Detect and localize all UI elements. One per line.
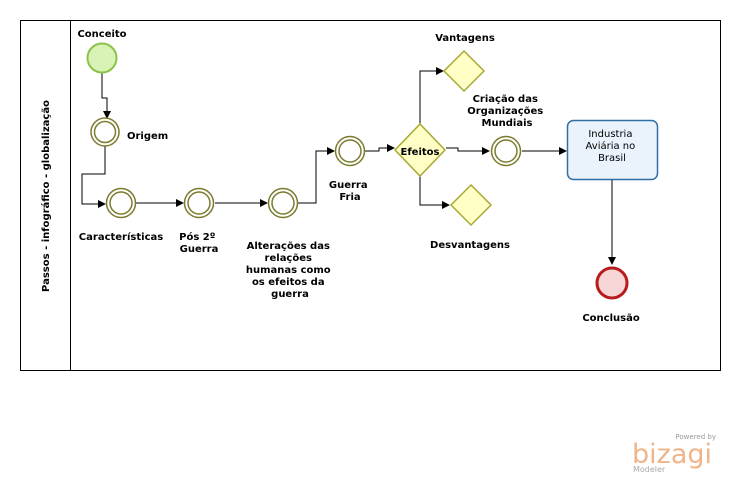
vantagens-label: Vantagens [435, 33, 495, 44]
intermediate-event-caracteristicas[interactable] [105, 187, 137, 219]
gateway-desvantagens[interactable] [449, 183, 493, 227]
start-event-label: Conceito [77, 29, 126, 40]
intermediate-event-origem[interactable] [90, 117, 120, 147]
flow-efeitos-desvantagens [419, 175, 450, 209]
end-event-label: Conclusão [582, 313, 640, 324]
guerra-fria-line: Fria [339, 192, 360, 203]
guerra-fria-line: Guerra [329, 180, 368, 191]
watermark-product: Modeler [633, 465, 666, 474]
sequence-flows [81, 67, 616, 265]
criacao-line: Criação das [473, 94, 538, 105]
intermediate-event-criacao[interactable] [490, 135, 522, 167]
criacao-label: Criação das Organizações Mundiais [467, 94, 546, 129]
origem-label: Origem [127, 131, 168, 142]
pos-guerra-line: Pós 2º [179, 231, 216, 243]
flow-guerrafria-efeitos [365, 144, 395, 152]
flow-efeitos-vantagens [419, 67, 444, 127]
watermark-brand: bizagi [632, 439, 712, 470]
task-label: Industria Aviária no Brasil [586, 129, 639, 164]
flow-origem-caracteristicas [81, 146, 106, 208]
alteracoes-line: guerra [271, 289, 309, 300]
criacao-line: Organizações [467, 106, 543, 117]
alteracoes-line: humanas como [246, 265, 331, 276]
pool: Passos - infográfico - globalização [20, 20, 721, 371]
end-event[interactable] [595, 266, 629, 300]
watermark-powered: Powered by [675, 433, 716, 441]
flow-conceito-origem [101, 72, 111, 119]
gateway-efeitos[interactable] [393, 122, 447, 178]
pos-guerra-line: Guerra [180, 244, 219, 255]
intermediate-event-alteracoes[interactable] [267, 187, 299, 219]
alteracoes-line: Alterações das [247, 241, 330, 252]
alteracoes-label: Alterações das relações humanas como os … [246, 241, 334, 300]
criacao-line: Mundiais [482, 118, 533, 129]
task-line: Aviária no [586, 140, 636, 152]
intermediate-event-pos-guerra[interactable] [183, 187, 215, 219]
intermediate-event-guerra-fria[interactable] [334, 135, 366, 167]
alteracoes-line: os efeitos da [252, 277, 325, 288]
task-line: Brasil [598, 153, 626, 164]
flow-alteracoes-guerrafria [298, 147, 335, 204]
desvantagens-label: Desvantagens [430, 240, 510, 251]
task-industria-aviaria[interactable] [566, 119, 659, 181]
alteracoes-line: relações [265, 253, 312, 264]
flow-efeitos-criacao [446, 147, 490, 155]
start-event[interactable] [86, 42, 118, 74]
pool-title: Passos - infográfico - globalização [40, 100, 52, 292]
task-line: Industria [588, 129, 632, 140]
gateway-vantagens[interactable] [442, 49, 486, 93]
pos-guerra-label: Pós 2º Guerra [179, 231, 219, 255]
efeitos-label: Efeitos [401, 147, 440, 158]
bizagi-watermark: Powered by bizagi Modeler [632, 433, 716, 474]
caracteristicas-label: Características [79, 231, 163, 243]
guerra-fria-label: Guerra Fria [329, 180, 371, 203]
